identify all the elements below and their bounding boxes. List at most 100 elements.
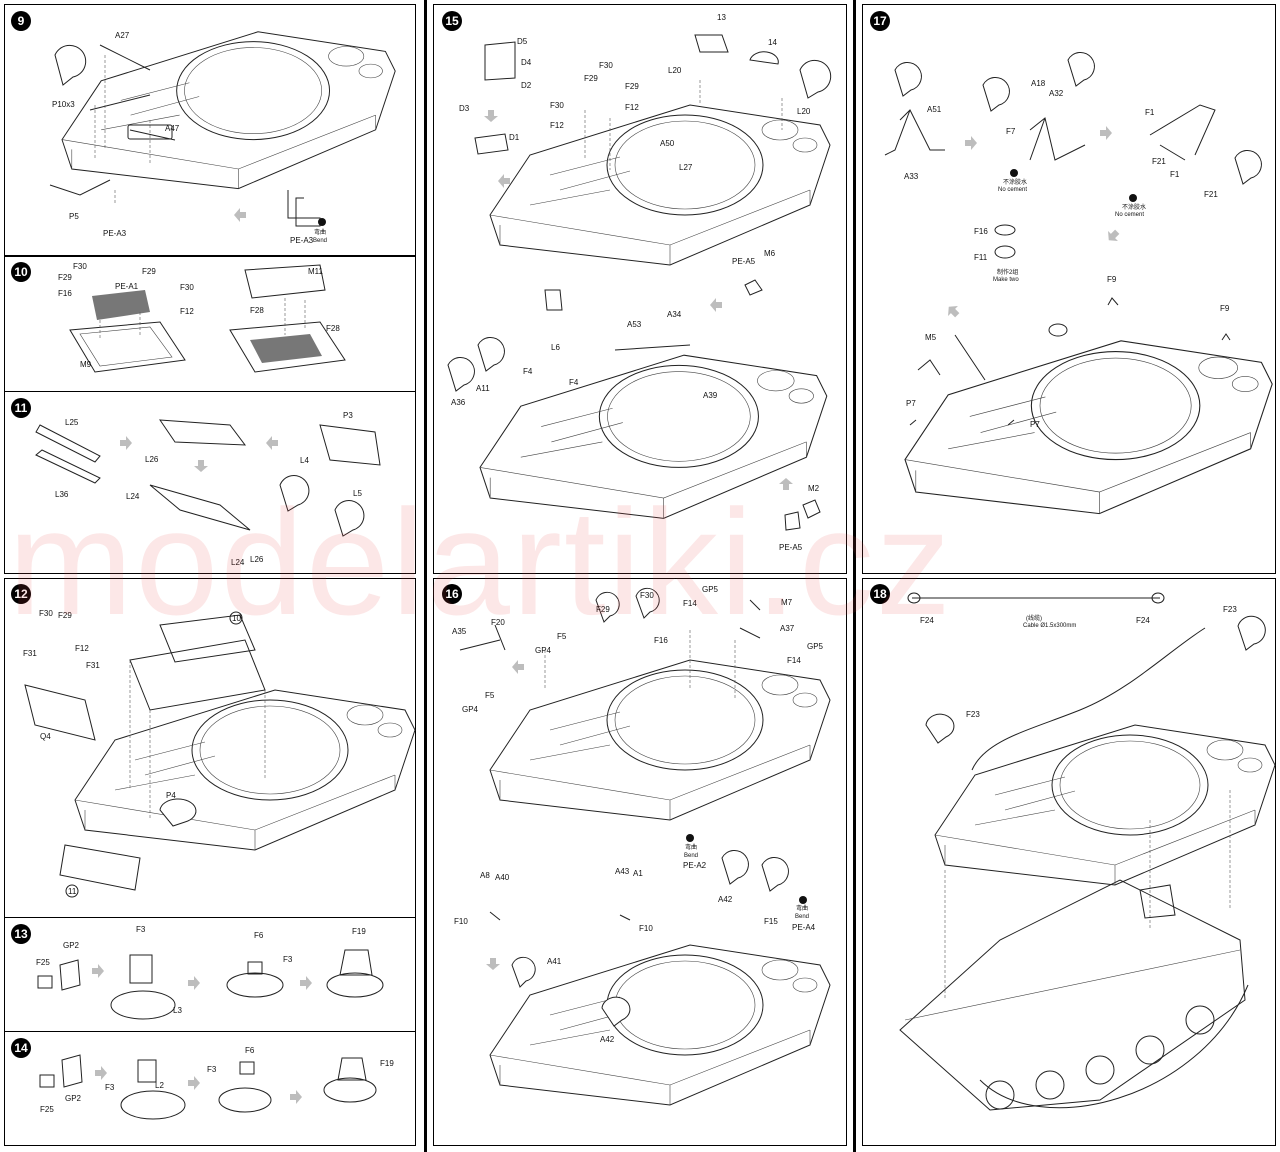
part-label: F31 bbox=[86, 661, 100, 670]
part-label: F1 bbox=[1145, 108, 1155, 117]
column-divider-right bbox=[853, 0, 856, 1152]
part-label: GP5 bbox=[702, 585, 719, 594]
part-label: L20 bbox=[668, 66, 682, 75]
part-label: F30 bbox=[640, 591, 654, 600]
part-label: A18 bbox=[1031, 79, 1046, 88]
step-14-panel bbox=[4, 1031, 416, 1146]
part-label: Q4 bbox=[40, 732, 51, 741]
part-label: F23 bbox=[1223, 605, 1237, 614]
part-label: F3 bbox=[283, 955, 293, 964]
part-label: L25 bbox=[65, 418, 79, 427]
part-label: L5 bbox=[353, 489, 362, 498]
part-label: A8 bbox=[480, 871, 490, 880]
cable-note-cn: (线缆) bbox=[1026, 616, 1042, 622]
column-divider-left bbox=[424, 0, 427, 1152]
part-label: F29 bbox=[58, 611, 72, 620]
callout-ref-14: 14 bbox=[768, 38, 777, 47]
part-label: F24 bbox=[1136, 616, 1150, 625]
part-label: PE-A4 bbox=[792, 923, 816, 932]
part-label: F21 bbox=[1204, 190, 1218, 199]
step-number-11: 11 bbox=[11, 398, 31, 418]
part-label: L2 bbox=[155, 1081, 164, 1090]
part-label: A32 bbox=[1049, 89, 1064, 98]
part-label: A33 bbox=[904, 172, 919, 181]
step-number-13: 13 bbox=[11, 924, 31, 944]
part-label: F28 bbox=[250, 306, 264, 315]
part-label: F29 bbox=[625, 82, 639, 91]
part-label: F6 bbox=[245, 1046, 255, 1055]
part-label: P7 bbox=[1030, 420, 1040, 429]
part-label: F19 bbox=[380, 1059, 394, 1068]
part-label: GP4 bbox=[462, 705, 479, 714]
part-label: A40 bbox=[495, 873, 510, 882]
part-label: A39 bbox=[703, 391, 718, 400]
part-label: F3 bbox=[105, 1083, 115, 1092]
step-number-14: 14 bbox=[11, 1038, 31, 1058]
part-label: F30 bbox=[73, 262, 87, 271]
part-label: D1 bbox=[509, 133, 520, 142]
part-label: F30 bbox=[180, 283, 194, 292]
no-cement-note-cn: 不涂胶水 bbox=[1122, 205, 1147, 211]
part-label: F9 bbox=[1220, 304, 1230, 313]
part-label: PE-A3 bbox=[290, 236, 314, 245]
part-label: F5 bbox=[557, 632, 567, 641]
part-label: A27 bbox=[115, 31, 130, 40]
part-label: PE-A5 bbox=[779, 543, 803, 552]
part-label: D3 bbox=[459, 104, 470, 113]
part-label: A53 bbox=[627, 320, 642, 329]
part-label: F31 bbox=[23, 649, 37, 658]
part-label: F10 bbox=[639, 924, 653, 933]
no-cement-note-cn: 不涂胶水 bbox=[1003, 180, 1028, 186]
part-label: L26 bbox=[250, 555, 264, 564]
part-label: PE-A3 bbox=[103, 229, 127, 238]
part-label: F28 bbox=[326, 324, 340, 333]
part-label: F1 bbox=[1170, 170, 1180, 179]
part-label: F15 bbox=[764, 917, 778, 926]
part-label: F20 bbox=[491, 618, 505, 627]
step-18-panel bbox=[862, 578, 1276, 1146]
part-label: PE-A2 bbox=[683, 861, 707, 870]
part-label: P7 bbox=[906, 399, 916, 408]
part-label: F12 bbox=[625, 103, 639, 112]
bend-note: Bend bbox=[795, 914, 810, 920]
part-label: F5 bbox=[485, 691, 495, 700]
part-label: F4 bbox=[523, 367, 533, 376]
part-label: L20 bbox=[797, 107, 811, 116]
part-label: L24 bbox=[231, 558, 245, 567]
step-10-panel bbox=[4, 256, 416, 392]
step-15-panel bbox=[433, 4, 847, 574]
part-label: L4 bbox=[300, 456, 309, 465]
part-label: L3 bbox=[173, 1006, 182, 1015]
part-label: F29 bbox=[58, 273, 72, 282]
part-label: F12 bbox=[75, 644, 89, 653]
callout-ref-10: 10 bbox=[232, 614, 241, 623]
part-label: A34 bbox=[667, 310, 682, 319]
step-11-panel bbox=[4, 391, 416, 574]
bend-note-cn: 弯曲 bbox=[314, 230, 327, 236]
part-label: F29 bbox=[584, 74, 598, 83]
part-label: A42 bbox=[600, 1035, 615, 1044]
part-label: F11 bbox=[974, 253, 988, 262]
part-label: A47 bbox=[165, 124, 180, 133]
part-label: A37 bbox=[780, 624, 795, 633]
step-number-10: 10 bbox=[11, 262, 31, 282]
part-label: L26 bbox=[145, 455, 159, 464]
part-label: A35 bbox=[452, 627, 467, 636]
part-label: L27 bbox=[679, 163, 693, 172]
part-label: F12 bbox=[180, 307, 194, 316]
bend-note: Bend bbox=[684, 853, 699, 859]
step-number-9: 9 bbox=[11, 11, 31, 31]
part-label: P5 bbox=[69, 212, 79, 221]
part-label: F25 bbox=[36, 958, 50, 967]
part-label: F16 bbox=[58, 289, 72, 298]
part-label: F14 bbox=[787, 656, 801, 665]
part-label: M5 bbox=[925, 333, 937, 342]
part-label: F7 bbox=[1006, 127, 1016, 136]
part-label: F29 bbox=[142, 267, 156, 276]
part-label: F24 bbox=[920, 616, 934, 625]
part-label: F25 bbox=[40, 1105, 54, 1114]
part-label: GP5 bbox=[807, 642, 824, 651]
part-label: A42 bbox=[718, 895, 733, 904]
part-label: GP2 bbox=[63, 941, 80, 950]
